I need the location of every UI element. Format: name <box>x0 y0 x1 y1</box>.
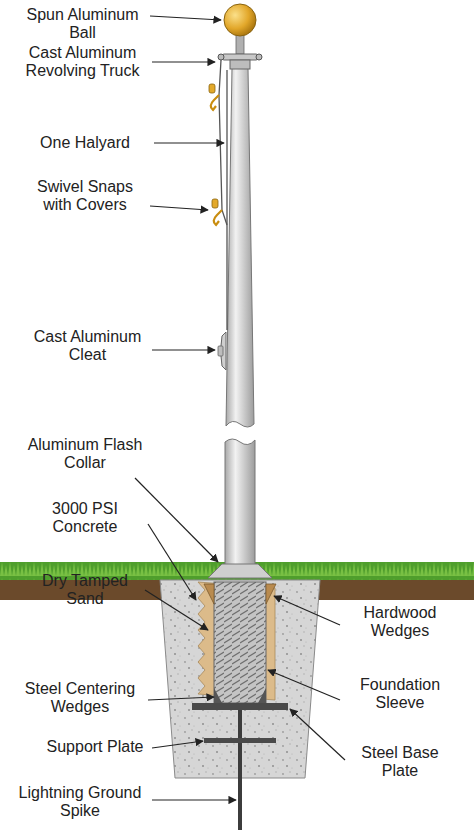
leader-arrow <box>290 709 345 760</box>
truck-body <box>230 60 250 69</box>
revolving-truck <box>222 54 258 60</box>
leader-arrow <box>268 670 340 700</box>
leader-arrow <box>152 349 215 350</box>
sheave <box>218 54 224 60</box>
part-label: Cast Aluminum Revolving Truck <box>15 44 150 81</box>
part-label: One Halyard <box>20 134 150 152</box>
part-label: Lightning Ground Spike <box>10 784 150 821</box>
leader-arrow <box>150 206 208 210</box>
part-label: Aluminum Flash Collar <box>20 436 150 473</box>
swivel-snap <box>212 199 222 225</box>
part-label: Spun Aluminum Ball <box>20 6 145 43</box>
part-label: Hardwood Wedges <box>345 604 455 641</box>
ball-stem <box>236 34 244 54</box>
pole-lower <box>225 439 255 572</box>
part-label: Foundation Sleeve <box>345 676 455 713</box>
centering-wedge <box>258 688 266 703</box>
part-label: Dry Tamped Sand <box>30 572 140 609</box>
part-label: Support Plate <box>40 738 150 756</box>
leader-arrow <box>154 142 224 143</box>
spun-ball <box>224 4 256 36</box>
cleat-horn <box>218 346 223 356</box>
leader-arrow <box>150 16 221 20</box>
leader-lines <box>135 16 345 800</box>
part-label: 3000 PSI Concrete <box>25 500 145 537</box>
halyard <box>219 60 227 330</box>
halyard <box>219 95 227 225</box>
flash-collar <box>208 564 272 578</box>
steel-base-plate <box>192 703 288 710</box>
foundation-sleeve <box>214 582 266 703</box>
pole-upper <box>226 68 254 427</box>
leader-arrow <box>148 697 214 700</box>
swivel-snap <box>209 84 219 110</box>
leader-arrow <box>148 524 196 600</box>
leader-arrow <box>152 61 215 62</box>
leader-arrow <box>152 741 203 748</box>
hardwood-wedge <box>266 584 276 604</box>
ground-spike <box>238 708 242 830</box>
part-label: Steel Base Plate <box>350 744 450 781</box>
support-plate <box>204 738 276 743</box>
part-label: Swivel Snaps with Covers <box>25 178 145 215</box>
leader-arrow <box>135 478 218 562</box>
leader-arrow <box>152 799 236 800</box>
leader-arrow <box>145 590 208 630</box>
centering-wedge <box>214 688 222 703</box>
leader-arrow <box>274 596 340 625</box>
sheave <box>256 54 262 60</box>
hardwood-wedge <box>204 584 214 604</box>
part-label: Cast Aluminum Cleat <box>25 328 150 365</box>
part-label: Steel Centering Wedges <box>15 680 145 717</box>
